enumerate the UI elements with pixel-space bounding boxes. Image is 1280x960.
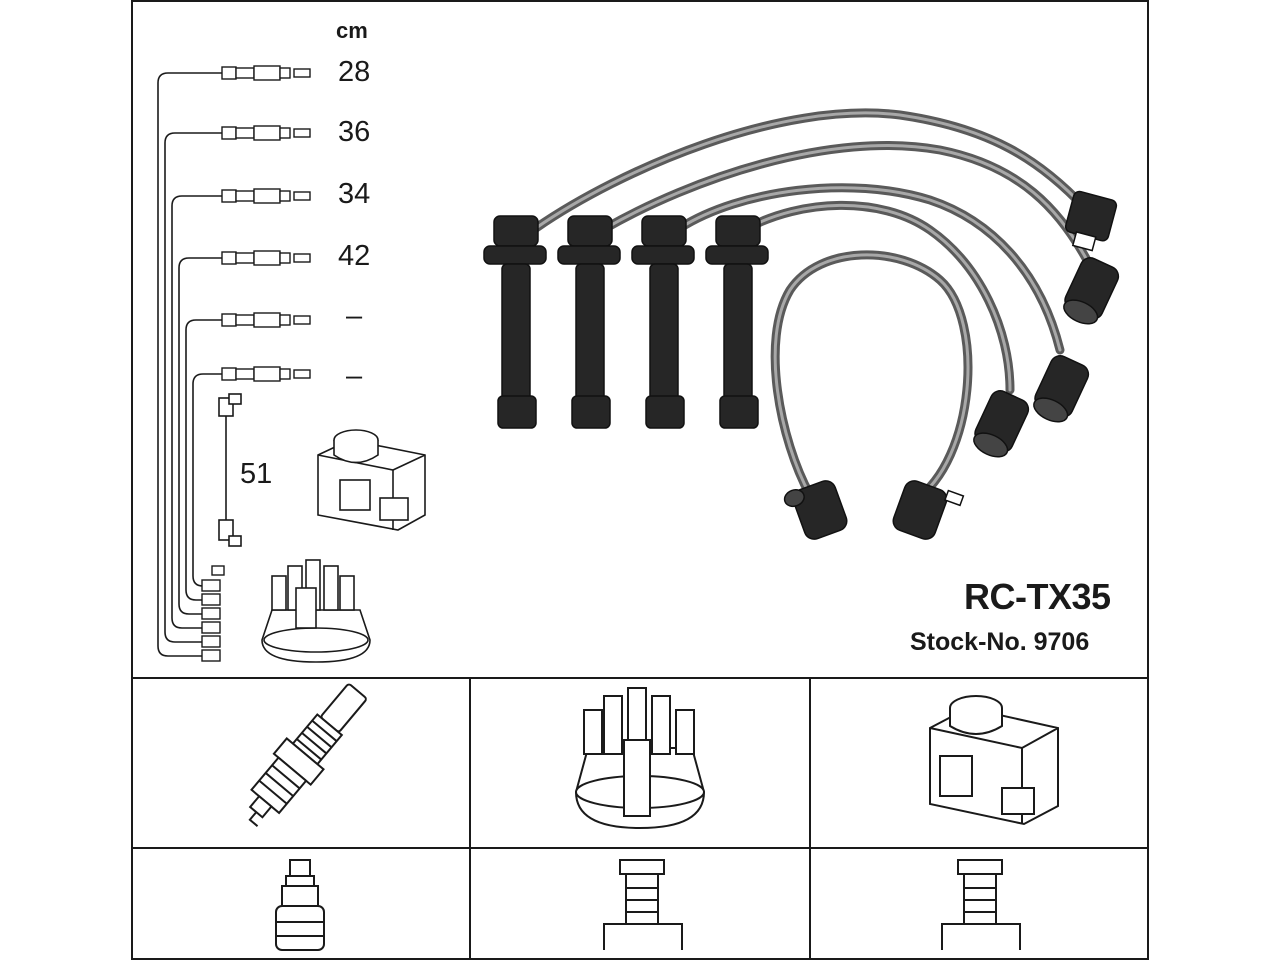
lead-connector-1 [221,65,311,81]
distributor-terminals [201,565,225,662]
lead-connector-2 [221,125,311,141]
sheet-frame [131,0,1149,960]
ignition-coil-icon [929,695,1059,826]
lead-length-2: 36 [338,116,371,148]
schematic-coil-icon [317,429,426,531]
lead-cable-highlights [534,111,1090,502]
boot-2 [557,215,621,429]
distributor-boots [783,190,1120,540]
coil-lead-schematic [218,393,242,547]
boot-4 [705,215,769,429]
lead-connector-3 [221,188,311,204]
coil-terminal-icon [941,859,1021,950]
schematic-distributor-cap-icon [261,559,371,663]
lead-connector-5 [221,312,311,328]
plug-terminal-icon [275,859,325,951]
distributor-cap-icon [574,687,706,830]
model-number: RC-TX35 [964,576,1111,617]
spark-plug-icon [248,683,367,827]
lead-length-5: – [346,300,363,332]
lead-connector-4 [221,250,311,266]
coil-lead-length: 51 [240,458,273,490]
boot-1 [483,215,547,429]
lead-bundle-schematic [157,72,222,657]
lead-length-4: 42 [338,240,371,272]
length-unit-label: cm [336,18,368,43]
lead-plug-connectors [221,65,311,382]
lead-connector-6 [221,366,311,382]
lead-length-6: – [346,360,363,392]
ignition-lead-set-illustration [483,108,1120,540]
lead-length-3: 34 [338,178,371,210]
cap-terminal-icon [603,859,683,950]
long-spark-plug-boots [483,215,769,429]
stock-number: Stock-No. 9706 [910,628,1090,656]
lead-length-1: 28 [338,56,371,88]
boot-3 [631,215,695,429]
